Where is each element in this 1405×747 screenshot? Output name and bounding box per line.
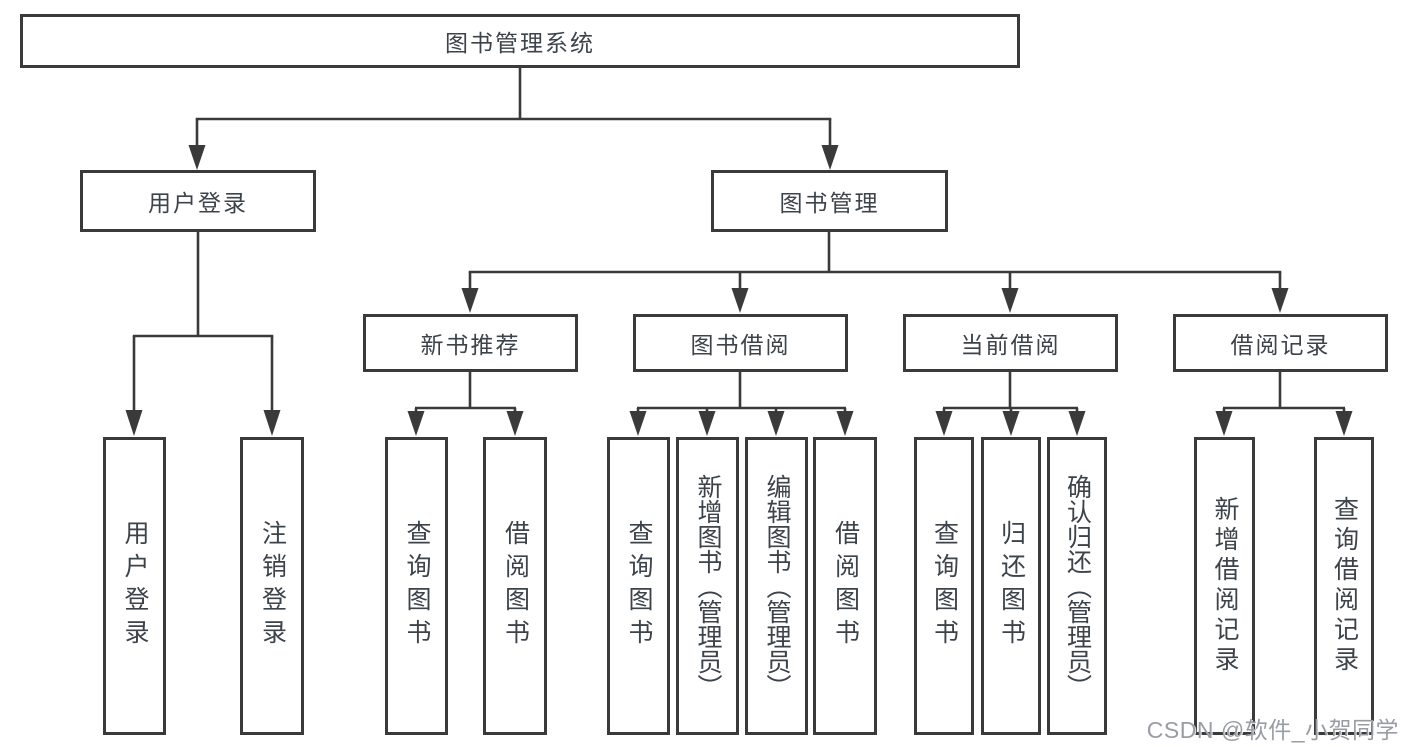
leaf-edit-book-admin: 编辑图书（管理员） <box>745 437 808 735</box>
arrowhead <box>1215 411 1233 436</box>
arrowhead <box>821 145 839 170</box>
node-library-management-system: 图书管理系统 <box>20 14 1020 68</box>
leaf-user-login: 用户登录 <box>103 437 166 735</box>
arrowhead <box>263 410 281 436</box>
arrowhead <box>935 411 953 436</box>
arrowhead <box>188 145 206 170</box>
arrowhead <box>506 411 524 436</box>
arrowhead <box>1068 411 1086 436</box>
arrowhead <box>461 288 479 313</box>
arrowhead <box>125 410 143 436</box>
arrowhead <box>629 411 647 436</box>
leaf-query-books: 查询图书 <box>607 437 670 735</box>
arrowhead <box>1271 288 1289 313</box>
leaf-query-borrow-record: 查询借阅记录 <box>1314 437 1374 735</box>
leaf-borrow-books: 借阅图书 <box>483 437 547 735</box>
leaf-borrow-books: 借阅图书 <box>813 437 877 735</box>
node-book-management: 图书管理 <box>711 170 948 232</box>
watermark: CSDN @软件_小贺同学 <box>1146 717 1399 743</box>
leaf-query-books: 查询图书 <box>385 437 448 735</box>
arrowhead <box>836 411 854 436</box>
leaf-query-books: 查询图书 <box>914 437 974 735</box>
leaf-add-book-admin: 新增图书（管理员） <box>676 437 739 735</box>
leaf-return-books: 归还图书 <box>981 437 1041 735</box>
node-borrowing-records: 借阅记录 <box>1173 314 1388 372</box>
node-user-login: 用户登录 <box>80 170 316 232</box>
node-new-book-recommendation: 新书推荐 <box>363 314 578 372</box>
node-book-borrowing: 图书借阅 <box>633 314 848 372</box>
arrowhead <box>698 411 716 436</box>
arrowhead <box>407 411 425 436</box>
leaf-add-borrow-record: 新增借阅记录 <box>1194 437 1255 735</box>
arrowhead <box>1335 411 1353 436</box>
arrowhead <box>731 288 749 313</box>
arrowhead <box>1002 411 1020 436</box>
arrowhead <box>1001 288 1019 313</box>
leaf-logout: 注销登录 <box>240 437 304 735</box>
arrowhead <box>767 411 785 436</box>
node-current-borrowing: 当前借阅 <box>903 314 1118 372</box>
leaf-confirm-return-admin: 确认归还（管理员） <box>1047 437 1107 735</box>
